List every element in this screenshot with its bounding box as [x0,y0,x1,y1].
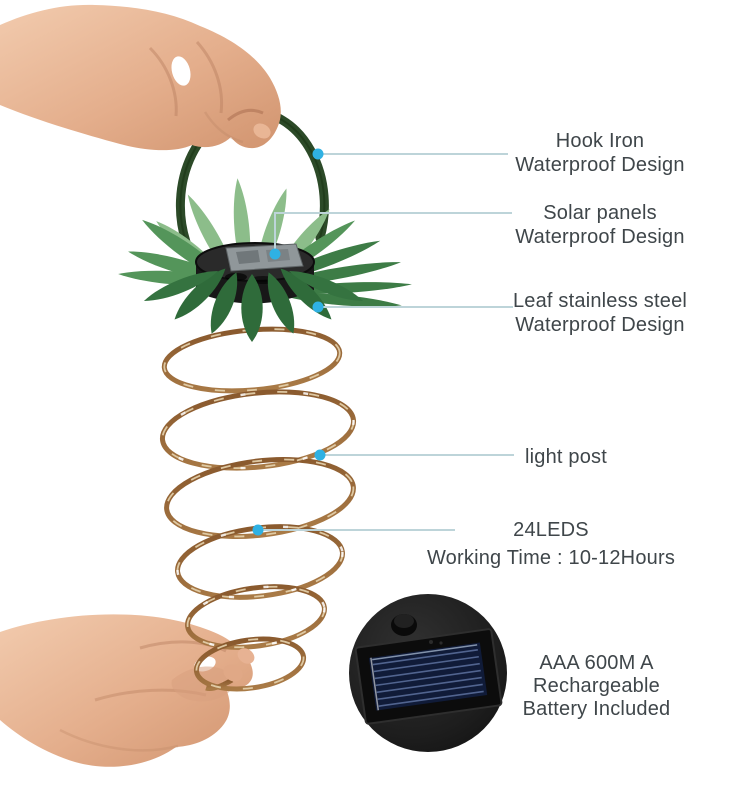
callout-label-line: Hook Iron [555,130,645,152]
callout-label-line: light post [524,446,608,468]
callout-label-line: AAA 600M A [539,652,654,674]
leaf-crown [118,178,412,342]
callout-label-line: Battery Included [522,698,671,720]
leds-dot [252,524,264,536]
callout-lines [258,153,514,531]
solar-leader-line [274,212,512,254]
callout-label-line: Waterproof Design [515,226,685,248]
callout-label-line: Leaf stainless steel [512,290,688,312]
hook-dot [312,148,324,160]
fingertips-over-wire [223,648,255,682]
callout-label-leds: 24LEDS Working Time : 10-12Hours [420,516,682,572]
callout-label-light-post: light post [486,445,646,469]
callout-label-solar-panels: Solar panels Waterproof Design [470,201,730,249]
light-post-dot [314,449,326,461]
callout-label-line: 24LEDS [513,519,589,541]
bottom-hand-photo [0,614,253,767]
callout-dots [252,148,326,536]
top-hand-photo [0,4,281,151]
callout-label-leaf: Leaf stainless steel Waterproof Design [470,289,730,337]
callout-label-line: Waterproof Design [515,314,685,336]
solar-panel-inset [349,594,507,752]
callout-label-battery: AAA 600M A Rechargeable Battery Included [494,652,699,721]
callout-label-hook: Hook Iron Waterproof Design [470,129,730,177]
callout-label-line: Solar panels [543,202,657,224]
callout-label-line: Rechargeable [533,675,660,697]
leaf-dot [312,301,324,313]
solar-dot [269,248,281,260]
callout-label-line: Working Time : 10-12Hours [426,547,676,569]
callout-label-line: Waterproof Design [515,154,685,176]
